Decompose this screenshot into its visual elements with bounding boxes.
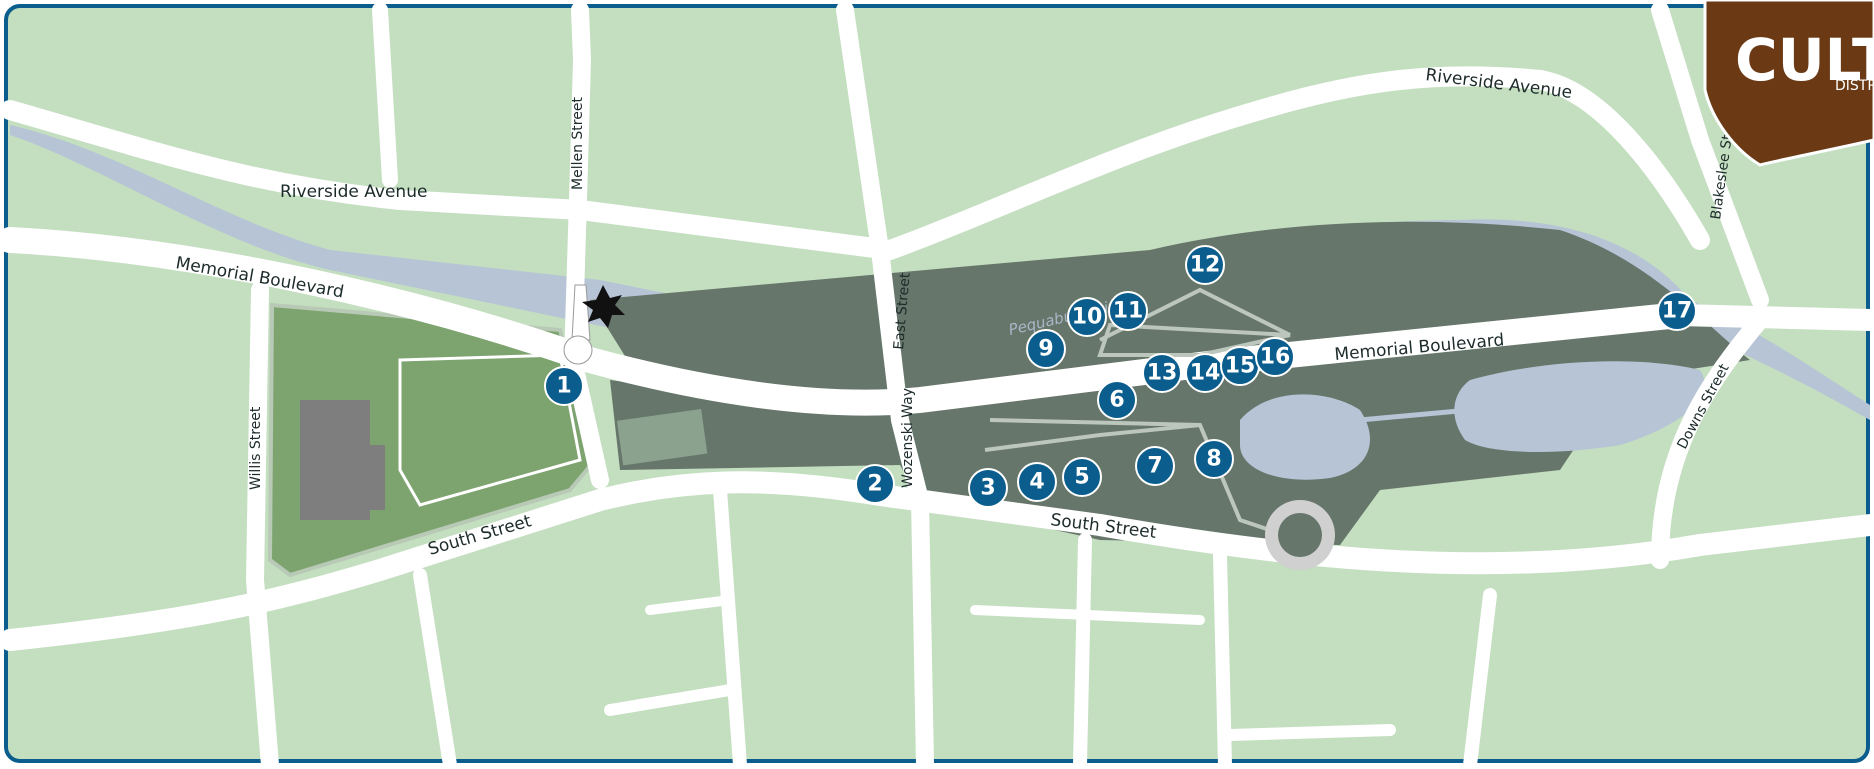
marker-11[interactable]: 11	[1108, 291, 1148, 331]
marker-17-label: 17	[1662, 299, 1693, 324]
marker-8-label: 8	[1206, 447, 1221, 472]
pond-2	[1454, 361, 1705, 452]
marker-3-label: 3	[980, 476, 995, 501]
marker-13[interactable]: 13	[1142, 353, 1182, 393]
label-east-street: East Street	[891, 272, 914, 351]
marker-1-label: 1	[556, 374, 571, 399]
marker-10-label: 10	[1072, 305, 1103, 330]
marker-13-label: 13	[1147, 361, 1178, 386]
marker-9-label: 9	[1038, 337, 1053, 362]
marker-11-label: 11	[1113, 299, 1144, 324]
marker-6[interactable]: 6	[1097, 380, 1137, 420]
marker-17[interactable]: 17	[1657, 291, 1697, 331]
marker-4[interactable]: 4	[1017, 462, 1057, 502]
label-riverside-avenue-west: Riverside Avenue	[280, 182, 427, 202]
marker-7-label: 7	[1147, 454, 1162, 479]
badge-title: CULTU	[1735, 26, 1874, 94]
marker-7[interactable]: 7	[1135, 446, 1175, 486]
marker-14[interactable]: 14	[1185, 353, 1225, 393]
label-mellen-street: Mellen Street	[570, 97, 586, 190]
marker-2-label: 2	[867, 472, 882, 497]
badge-subtitle: DISTR	[1835, 78, 1874, 94]
pond-1	[1240, 394, 1370, 480]
marker-10[interactable]: 10	[1067, 297, 1107, 337]
marker-6-label: 6	[1109, 388, 1124, 413]
marker-15-label: 15	[1225, 354, 1256, 379]
marker-1[interactable]: 1	[544, 366, 584, 406]
label-willis-street: Willis Street	[248, 406, 264, 490]
marker-15[interactable]: 15	[1220, 346, 1260, 386]
marker-8[interactable]: 8	[1194, 439, 1234, 479]
marker-5[interactable]: 5	[1062, 457, 1102, 497]
parking-lot	[616, 408, 708, 466]
athletic-field	[398, 353, 582, 507]
cultural-district-badge: CULTU DISTR	[1703, 0, 1874, 167]
marker-16[interactable]: 16	[1255, 337, 1295, 377]
marker-2[interactable]: 2	[855, 464, 895, 504]
monument-icon	[571, 284, 591, 341]
marker-5-label: 5	[1074, 465, 1089, 490]
star-burst-icon	[582, 285, 625, 328]
marker-9[interactable]: 9	[1026, 329, 1066, 369]
marker-12[interactable]: 12	[1185, 245, 1225, 285]
marker-3[interactable]: 3	[968, 468, 1008, 508]
marker-4-label: 4	[1029, 470, 1044, 495]
marker-16-label: 16	[1260, 345, 1291, 370]
school-building	[300, 400, 385, 520]
marker-14-label: 14	[1190, 361, 1221, 386]
marker-12-label: 12	[1190, 253, 1221, 278]
label-wozenski-way: Wozenski Way	[900, 388, 916, 488]
